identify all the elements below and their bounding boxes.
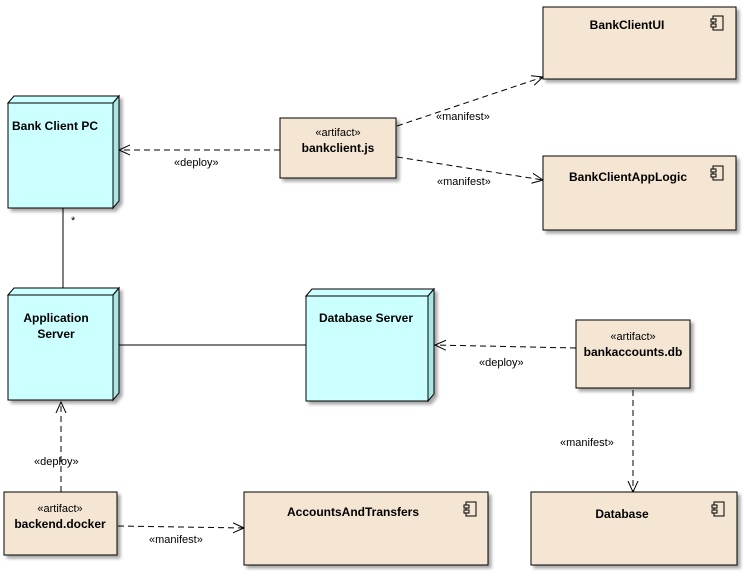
- node-database-server[interactable]: [304, 287, 436, 403]
- component-icon: [463, 501, 477, 517]
- deploy-bankclient-label: «deploy»: [174, 157, 219, 169]
- application-server-label-line1: Application: [23, 311, 88, 325]
- connector-labels: «deploy» «manifest» «manifest» * «deploy…: [34, 111, 614, 546]
- bank-client-pc-label: Bank Client PC: [12, 119, 98, 133]
- artifact-bankaccounts[interactable]: [575, 319, 691, 389]
- artifact-bankaccounts-name: bankaccounts.db: [584, 345, 683, 359]
- component-bankclientui-label: BankClientUI: [590, 18, 665, 32]
- artifact-bankclient[interactable]: [279, 117, 397, 179]
- database-server-label: Database Server: [319, 311, 413, 325]
- manifest-applogic-connector: [396, 156, 543, 180]
- component-accountsandtransfers[interactable]: [243, 491, 489, 566]
- component-icon: [711, 501, 725, 517]
- component-bankclientui[interactable]: [542, 6, 737, 80]
- application-server-label-line2: Server: [37, 327, 75, 341]
- manifest-accounts-label: «manifest»: [149, 534, 203, 546]
- artifact-bankclient-stereotype: «artifact»: [315, 127, 360, 139]
- component-icon: [710, 15, 724, 31]
- manifest-accounts-connector: [117, 526, 244, 528]
- manifest-ui-connector: [396, 77, 543, 127]
- manifest-ui-label: «manifest»: [436, 111, 490, 123]
- component-bankclientapplogic-label: BankClientAppLogic: [569, 170, 687, 184]
- deploy-bankaccounts-connector: [435, 345, 577, 348]
- manifest-applogic-label: «manifest»: [437, 176, 491, 188]
- connectors: [61, 77, 633, 528]
- deploy-bankaccounts-label: «deploy»: [479, 357, 524, 369]
- deploy-backend-label: «deploy»: [34, 456, 79, 468]
- node-bank-client-pc[interactable]: [6, 94, 121, 210]
- component-database-label: Database: [595, 507, 649, 521]
- multiplicity-label: *: [71, 215, 76, 227]
- component-bankclientapplogic[interactable]: [542, 155, 737, 231]
- component-accountsandtransfers-label: AccountsAndTransfers: [287, 505, 419, 519]
- node-application-server[interactable]: [6, 286, 121, 402]
- artifact-backend-name: backend.docker: [14, 517, 106, 531]
- artifact-backend[interactable]: [3, 491, 118, 556]
- artifact-bankaccounts-stereotype: «artifact»: [610, 331, 655, 343]
- artifact-backend-stereotype: «artifact»: [37, 503, 82, 515]
- manifest-database-label: «manifest»: [560, 437, 614, 449]
- artifact-bankclient-name: bankclient.js: [302, 141, 375, 155]
- component-icon: [710, 165, 724, 181]
- component-database[interactable]: [530, 491, 738, 566]
